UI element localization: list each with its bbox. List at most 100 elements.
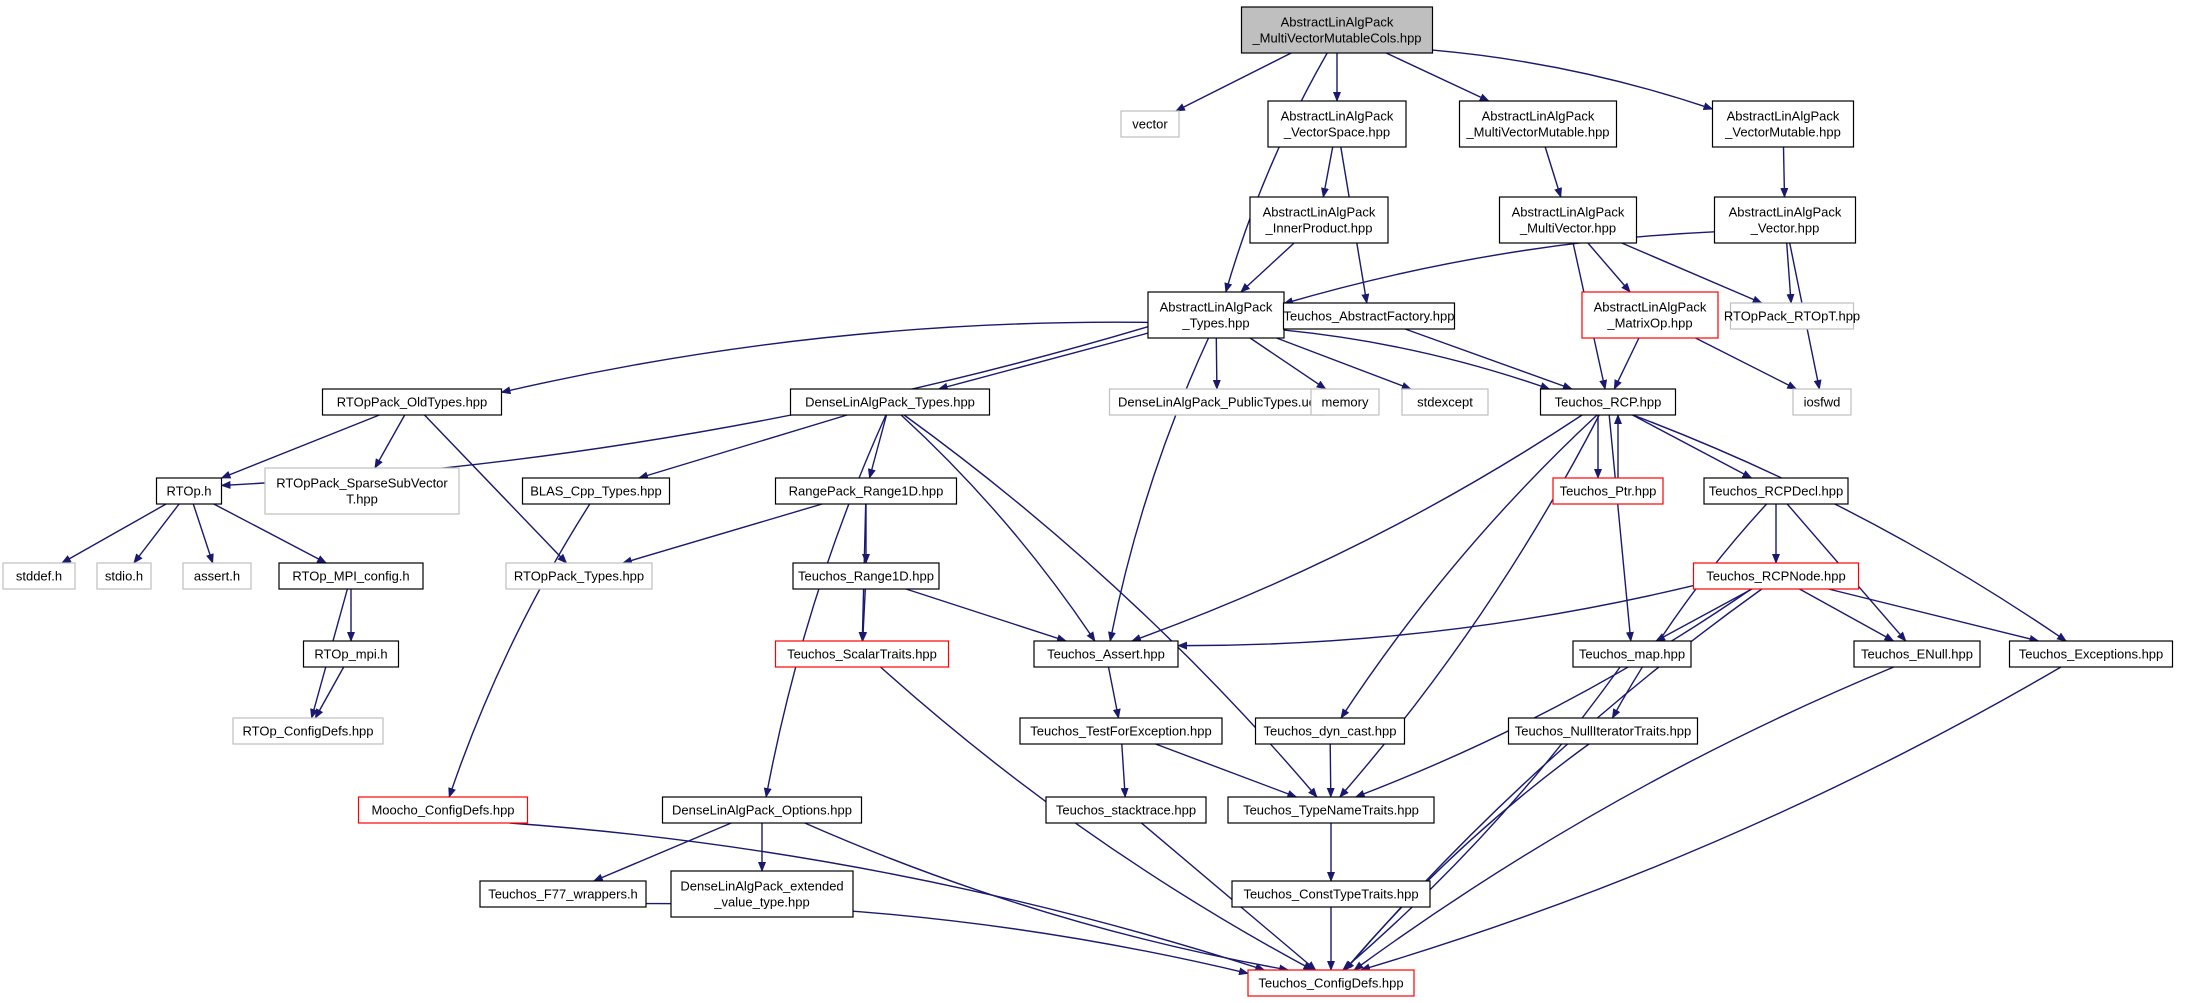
node-stacktrace-label-0: Teuchos_stacktrace.hpp xyxy=(1056,803,1196,818)
node-dlatypes[interactable]: DenseLinAlgPack_Types.hpp xyxy=(789,388,991,416)
node-enull[interactable]: Teuchos_ENull.hpp xyxy=(1853,640,1981,668)
node-stddef-label-0: stddef.h xyxy=(16,569,62,584)
node-vs[interactable]: AbstractLinAlgPack_VectorSpace.hpp xyxy=(1267,100,1407,148)
node-tfe[interactable]: Teuchos_TestForException.hpp xyxy=(1019,717,1223,745)
edge-rcpnode-to-enull xyxy=(1799,588,1895,642)
node-mpiconfig[interactable]: RTOp_MPI_config.h xyxy=(278,562,424,590)
node-tconfig[interactable]: Teuchos_ConfigDefs.hpp xyxy=(1247,969,1415,997)
node-ip[interactable]: AbstractLinAlgPack_InnerProduct.hpp xyxy=(1249,196,1389,244)
node-trange-label-0: Teuchos_Range1D.hpp xyxy=(798,569,934,584)
edge-dlatypes-to-range xyxy=(867,414,888,479)
node-tassert-box xyxy=(1033,640,1179,668)
node-pubtypes[interactable]: DenseLinAlgPack_PublicTypes.ud xyxy=(1108,388,1326,416)
node-vm-label-1: _VectorMutable.hpp xyxy=(1724,125,1841,140)
node-rtopt[interactable]: RTOpPack_RTOpT.hpp xyxy=(1724,302,1860,330)
node-ptr[interactable]: Teuchos_Ptr.hpp xyxy=(1552,477,1664,505)
node-assert[interactable]: assert.h xyxy=(182,562,252,590)
node-mvm-box xyxy=(1458,100,1618,148)
node-stdio[interactable]: stdio.h xyxy=(96,562,152,590)
node-mop[interactable]: AbstractLinAlgPack_MatrixOp.hpp xyxy=(1581,291,1719,339)
edge-scalar-to-tconfig xyxy=(880,666,1314,971)
node-memory-box xyxy=(1310,388,1380,416)
node-rcp[interactable]: Teuchos_RCP.hpp xyxy=(1539,388,1677,416)
node-mv[interactable]: AbstractLinAlgPack_MultiVector.hpp xyxy=(1498,196,1638,244)
node-options[interactable]: DenseLinAlgPack_Options.hpp xyxy=(661,796,863,824)
node-vector[interactable]: vector xyxy=(1120,110,1180,138)
node-stdio-box xyxy=(96,562,152,590)
node-af[interactable]: Teuchos_AbstractFactory.hpp xyxy=(1282,302,1456,330)
node-assert-label-0: assert.h xyxy=(194,569,240,584)
node-extval[interactable]: DenseLinAlgPack_extended_value_type.hpp xyxy=(670,870,854,918)
node-configdefs_rtop[interactable]: RTOp_ConfigDefs.hpp xyxy=(232,717,384,745)
edge-trange-to-tassert xyxy=(905,588,1067,643)
node-memory[interactable]: memory xyxy=(1310,388,1380,416)
node-rcpnode[interactable]: Teuchos_RCPNode.hpp xyxy=(1692,562,1860,590)
node-extval-box xyxy=(670,870,854,918)
node-trange[interactable]: Teuchos_Range1D.hpp xyxy=(792,562,940,590)
node-rtoph-label-0: RTOp.h xyxy=(166,484,211,499)
node-vector-label-0: vector xyxy=(1132,117,1168,132)
node-range[interactable]: RangePack_Range1D.hpp xyxy=(774,477,958,505)
node-consttype[interactable]: Teuchos_ConstTypeTraits.hpp xyxy=(1231,880,1431,908)
node-stacktrace[interactable]: Teuchos_stacktrace.hpp xyxy=(1045,796,1207,824)
node-stdexcept[interactable]: stdexcept xyxy=(1401,388,1489,416)
edge-blas-to-moocho xyxy=(448,503,591,798)
edge-types-to-oldtypes xyxy=(500,321,1149,395)
edge-dlatypes-to-tassert xyxy=(900,414,1096,642)
node-rtopmpi[interactable]: RTOp_mpi.h xyxy=(302,640,400,668)
node-vm[interactable]: AbstractLinAlgPack_VectorMutable.hpp xyxy=(1711,100,1855,148)
node-rtoph[interactable]: RTOp.h xyxy=(155,477,223,505)
node-consttype-label-0: Teuchos_ConstTypeTraits.hpp xyxy=(1243,887,1418,902)
node-exceptions-box xyxy=(2008,640,2174,668)
node-af-box xyxy=(1282,302,1456,330)
file-nodes: AbstractLinAlgPack_MultiVectorMutableCol… xyxy=(2,6,2174,997)
node-exceptions[interactable]: Teuchos_Exceptions.hpp xyxy=(2008,640,2174,668)
node-scalar[interactable]: Teuchos_ScalarTraits.hpp xyxy=(774,640,950,668)
node-ssv-label-1: T.hpp xyxy=(346,492,378,507)
edge-rcpnode-to-typename xyxy=(1354,588,1752,798)
node-rtopt-box xyxy=(1729,302,1855,330)
node-moocho[interactable]: Moocho_ConfigDefs.hpp xyxy=(357,796,529,824)
node-rcpnode-box xyxy=(1692,562,1860,590)
node-oldtypes-label-0: RTOpPack_OldTypes.hpp xyxy=(337,395,488,410)
node-f77-label-0: Teuchos_F77_wrappers.h xyxy=(488,887,638,902)
node-types[interactable]: AbstractLinAlgPack_Types.hpp xyxy=(1147,291,1285,339)
node-vs-label-1: _VectorSpace.hpp xyxy=(1283,125,1390,140)
edge-tfe-to-typename xyxy=(1155,743,1298,798)
node-root[interactable]: AbstractLinAlgPack_MultiVectorMutableCol… xyxy=(1240,6,1434,54)
node-rcpdecl[interactable]: Teuchos_RCPDecl.hpp xyxy=(1703,477,1849,505)
node-iosfwd[interactable]: iosfwd xyxy=(1792,388,1852,416)
edge-dlatypes-to-options xyxy=(763,414,887,798)
node-rtoptypes[interactable]: RTOpPack_Types.hpp xyxy=(505,562,653,590)
node-f77[interactable]: Teuchos_F77_wrappers.h xyxy=(479,880,647,908)
node-ssv-label-0: RTOpPack_SparseSubVector xyxy=(276,476,448,491)
node-configdefs_rtop-box xyxy=(232,717,384,745)
node-dyncast-label-0: Teuchos_dyn_cast.hpp xyxy=(1264,724,1397,739)
edge-vm-to-vec xyxy=(1780,146,1789,198)
edge-rcpnode-to-tassert xyxy=(1177,584,1694,650)
node-rcpdecl-label-0: Teuchos_RCPDecl.hpp xyxy=(1709,484,1843,499)
node-dyncast[interactable]: Teuchos_dyn_cast.hpp xyxy=(1254,717,1406,745)
node-mvm[interactable]: AbstractLinAlgPack_MultiVectorMutable.hp… xyxy=(1458,100,1618,148)
node-nullit[interactable]: Teuchos_NullIteratorTraits.hpp xyxy=(1507,717,1699,745)
node-map[interactable]: Teuchos_map.hpp xyxy=(1572,640,1692,668)
node-mv-label-1: _MultiVector.hpp xyxy=(1519,221,1616,236)
node-dyncast-box xyxy=(1254,717,1406,745)
edge-mop-to-iosfwd xyxy=(1695,337,1798,390)
edge-stacktrace-to-tconfig xyxy=(1140,822,1317,971)
node-mv-box xyxy=(1498,196,1638,244)
node-typename[interactable]: Teuchos_TypeNameTraits.hpp xyxy=(1227,796,1435,824)
edge-rcpnode-to-exceptions xyxy=(1828,588,2040,643)
node-tconfig-label-0: Teuchos_ConfigDefs.hpp xyxy=(1258,976,1403,991)
node-blas[interactable]: BLAS_Cpp_Types.hpp xyxy=(521,477,671,505)
node-oldtypes[interactable]: RTOpPack_OldTypes.hpp xyxy=(321,388,503,416)
node-map-label-0: Teuchos_map.hpp xyxy=(1579,647,1685,662)
node-stddef[interactable]: stddef.h xyxy=(2,562,76,590)
node-tconfig-box xyxy=(1247,969,1415,997)
node-nullit-box xyxy=(1507,717,1699,745)
node-vec[interactable]: AbstractLinAlgPack_Vector.hpp xyxy=(1713,196,1857,244)
node-tassert[interactable]: Teuchos_Assert.hpp xyxy=(1033,640,1179,668)
edge-types-to-pubtypes xyxy=(1212,337,1221,390)
node-extval-label-0: DenseLinAlgPack_extended xyxy=(680,879,843,894)
